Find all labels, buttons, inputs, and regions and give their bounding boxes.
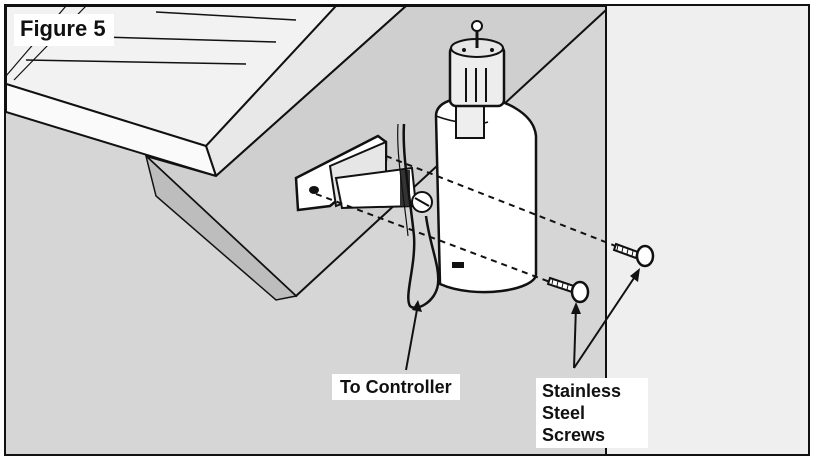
side-wall xyxy=(606,6,808,454)
clamp-screw xyxy=(411,191,433,213)
figure-frame: Figure 5 To Controller Stainless Steel S… xyxy=(4,4,810,456)
to-controller-label: To Controller xyxy=(332,374,460,400)
sensor-wire xyxy=(402,123,440,309)
stainless-screw-upper xyxy=(612,242,655,268)
rain-sensor-body xyxy=(434,20,538,294)
figure-title: Figure 5 xyxy=(14,14,114,46)
controller-arrow xyxy=(405,300,422,371)
guide-line-lower xyxy=(315,193,567,289)
screws-label-line-2: Steel xyxy=(542,403,586,423)
screws-label-line-3: Screws xyxy=(542,425,606,445)
stainless-screw-lower xyxy=(546,276,590,304)
guide-line-upper xyxy=(385,155,637,255)
screws-arrows xyxy=(571,268,640,369)
screws-label-line-1: Stainless xyxy=(542,381,622,401)
mounting-bracket xyxy=(294,134,418,212)
stainless-steel-screws-label: Stainless Steel Screws xyxy=(536,378,648,448)
installation-diagram xyxy=(6,6,808,454)
